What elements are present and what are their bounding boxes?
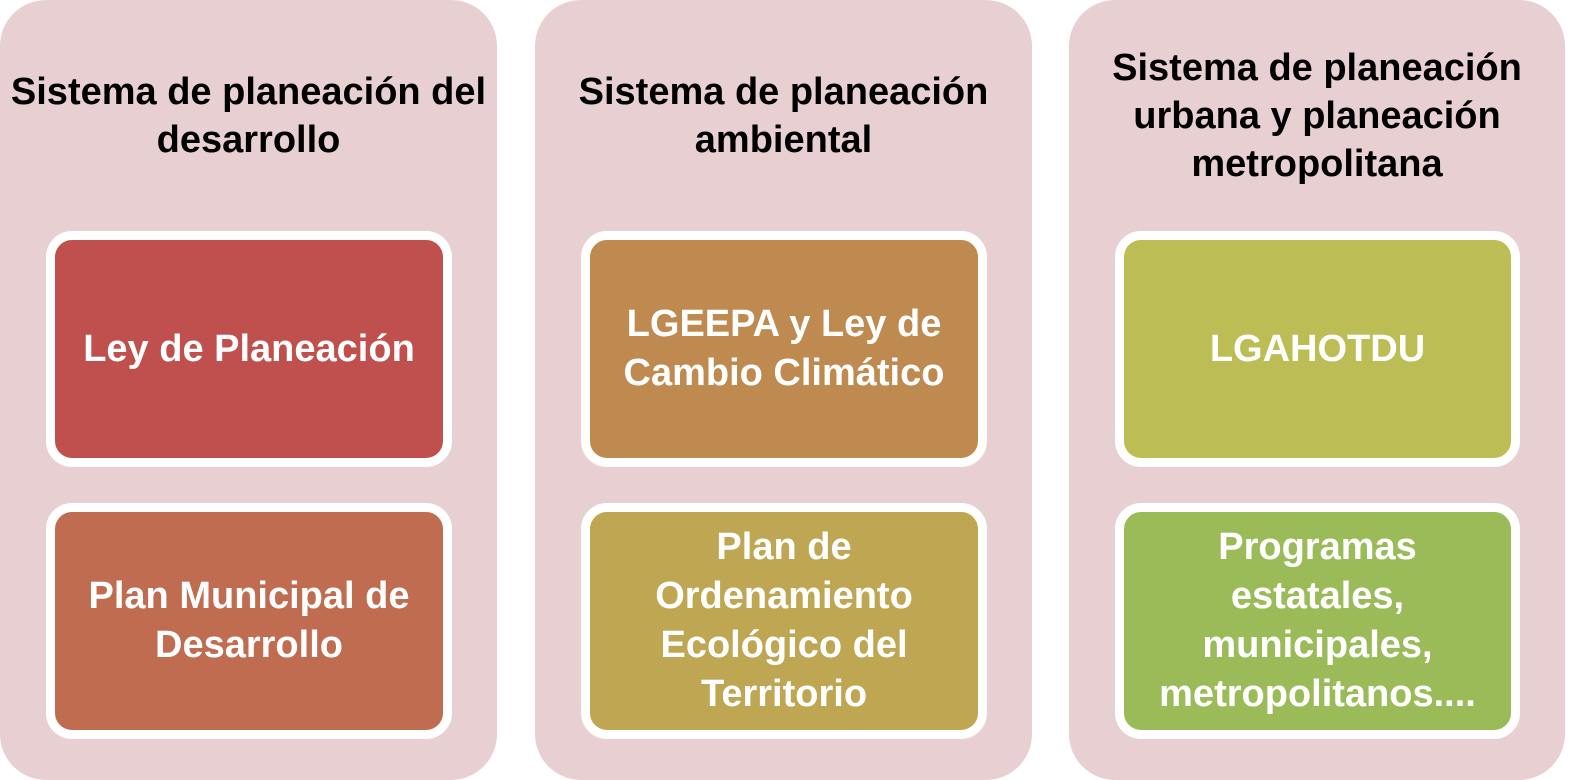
- box-lgeepa: LGEEPA y Ley de Cambio Climático: [581, 231, 987, 467]
- box-label: Programas estatales, municipales, metrop…: [1159, 526, 1476, 715]
- box-label: LGEEPA y Ley de Cambio Climático: [623, 303, 945, 394]
- column-title: Sistema de planeación ambiental: [578, 71, 989, 161]
- box-programas: Programas estatales, municipales, metrop…: [1115, 503, 1520, 739]
- column-title: Sistema de planeación del desarrollo: [10, 71, 487, 161]
- box-ley-de-planeacion: Ley de Planeación: [46, 231, 452, 467]
- box-lgahotdu: LGAHOTDU: [1115, 231, 1520, 467]
- column-ambiental: Sistema de planeación ambiental LGEEPA y…: [535, 0, 1032, 780]
- box-label: Ley de Planeación: [83, 327, 415, 370]
- box-ordenamiento-ecologico: Plan de Ordenamiento Ecológico del Terri…: [581, 503, 987, 739]
- box-label: Plan Municipal de Desarrollo: [88, 575, 410, 666]
- column-desarrollo: Sistema de planeación del desarrollo Ley…: [0, 0, 497, 780]
- box-plan-municipal: Plan Municipal de Desarrollo: [46, 503, 452, 739]
- box-label: Plan de Ordenamiento Ecológico del Terri…: [655, 526, 913, 715]
- column-urbana-metropolitana: Sistema de planeación urbana y planeació…: [1069, 0, 1565, 780]
- box-label: LGAHOTDU: [1209, 327, 1426, 370]
- column-title: Sistema de planeación urbana y planeació…: [1112, 47, 1522, 185]
